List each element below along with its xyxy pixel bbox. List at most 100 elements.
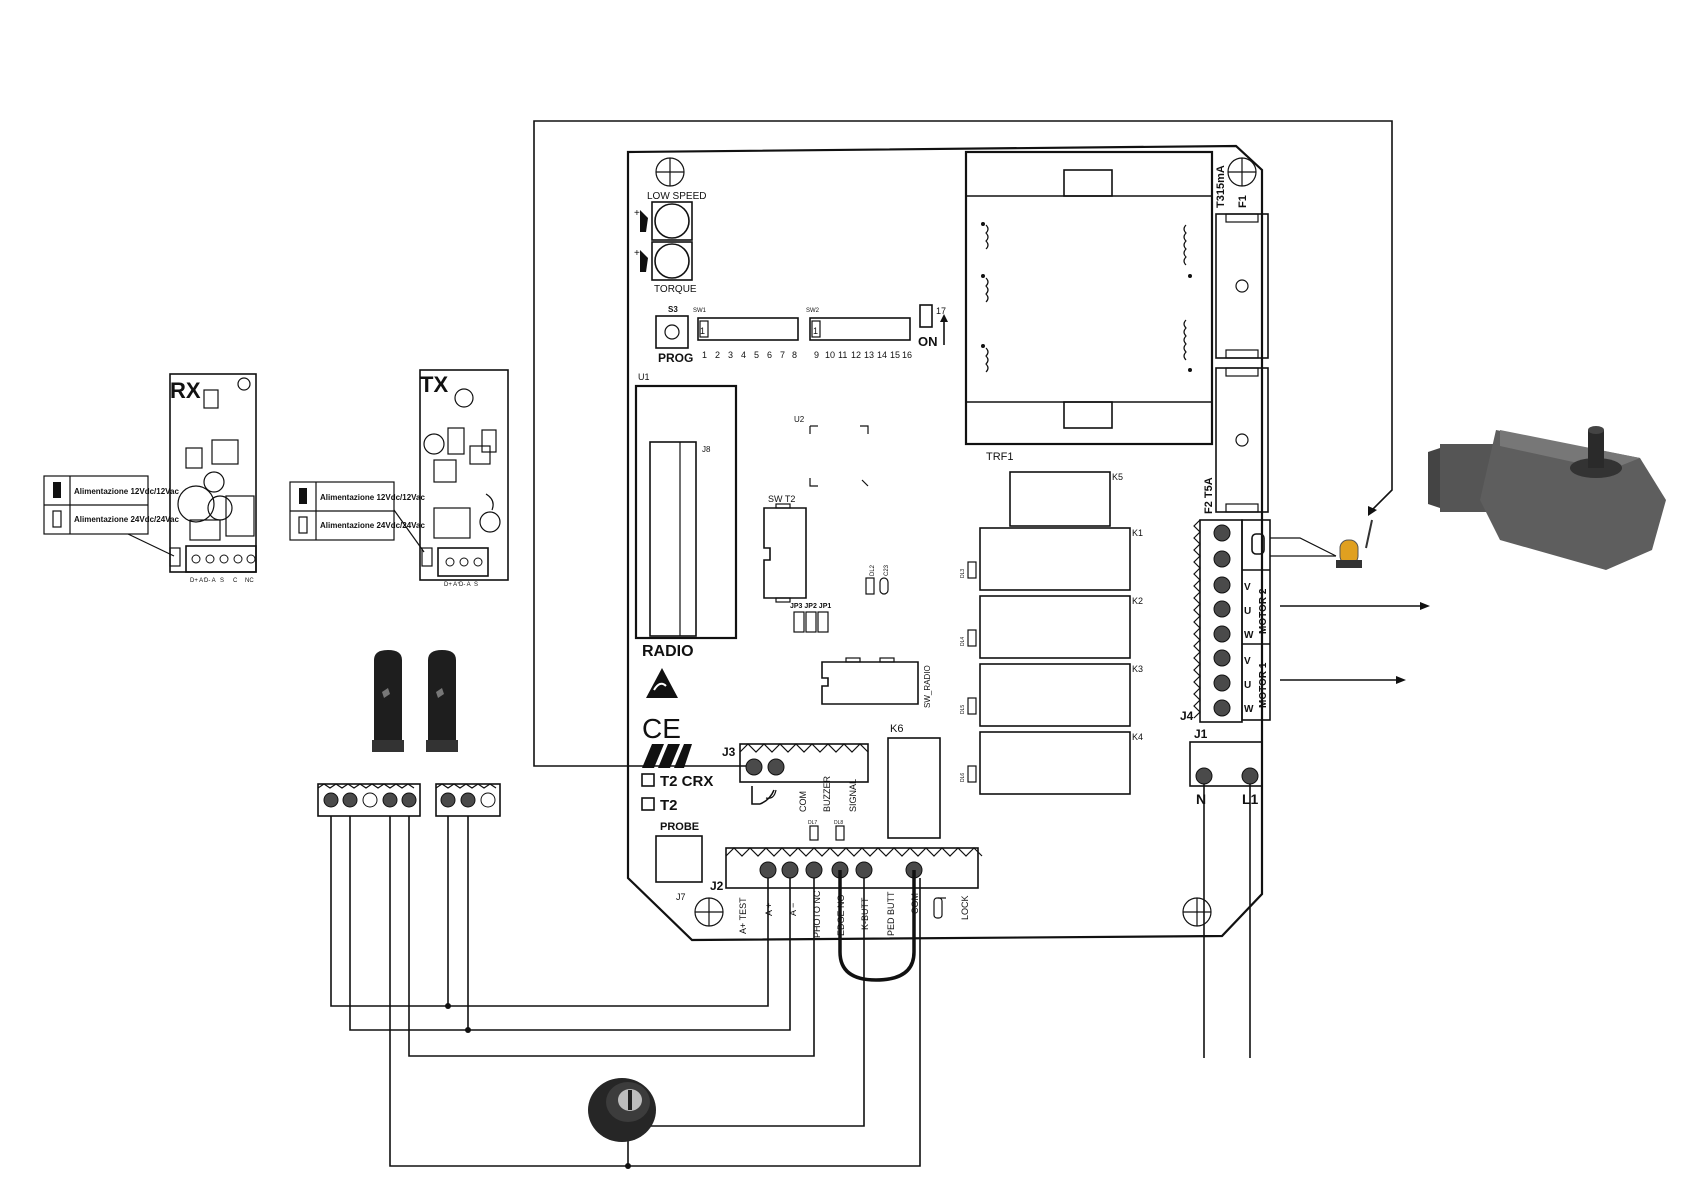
capacitor-c23 xyxy=(879,577,889,595)
dip1-numbers: 1 2 3 4 5 6 7 8 xyxy=(702,350,797,360)
motor2-label: MOTOR 2 xyxy=(1258,588,1269,634)
trimmer-torque[interactable] xyxy=(640,241,693,281)
svg-text:9: 9 xyxy=(814,350,819,360)
svg-text:U: U xyxy=(1244,606,1251,617)
j2-connector[interactable] xyxy=(725,847,983,889)
prog-button[interactable] xyxy=(655,315,689,349)
dip-switch-3[interactable] xyxy=(919,304,933,328)
dip-switch-1[interactable] xyxy=(697,317,799,341)
probe-ref: J7 xyxy=(676,892,686,902)
mounting-screw-icon xyxy=(1227,157,1257,187)
option-t2-crx: T2 CRX xyxy=(660,773,713,790)
svg-text:PHOTO NC: PHOTO NC xyxy=(812,890,822,938)
radio-label: RADIO xyxy=(642,643,694,660)
motor1-phases: V U W xyxy=(1244,656,1254,715)
fuse2-value: F2 T5A xyxy=(1203,477,1215,514)
trimmer-low-speed[interactable] xyxy=(640,201,693,241)
svg-text:4: 4 xyxy=(741,350,746,360)
rx-title: RX xyxy=(170,378,201,403)
svg-text:12: 12 xyxy=(851,350,861,360)
relay-k5 xyxy=(1009,471,1111,527)
lock-symbol-icon xyxy=(933,897,946,919)
svg-text:NC: NC xyxy=(245,578,254,584)
rx-supply-24v: Alimentazione 24Vdc/24Vac xyxy=(74,515,179,524)
plus-sign: + xyxy=(634,208,640,219)
led-dl7-ref: DL7 xyxy=(808,820,817,826)
j1-ref: J1 xyxy=(1194,727,1208,741)
svg-text:6: 6 xyxy=(767,350,772,360)
j4-connector[interactable] xyxy=(1193,519,1243,723)
antenna-symbol-icon xyxy=(751,786,777,805)
rx-supply-legend xyxy=(43,475,149,535)
relay-k4 xyxy=(979,731,1131,795)
relay-k4-ref: K4 xyxy=(1132,732,1143,742)
svg-text:14: 14 xyxy=(877,350,887,360)
control-board xyxy=(626,144,1264,942)
jumpers-label: JP3 JP2 JP1 xyxy=(790,603,831,610)
prog-button-label: PROG xyxy=(658,351,693,365)
svg-text:2: 2 xyxy=(715,350,720,360)
ce-mark: CE xyxy=(642,713,681,744)
rx-module xyxy=(169,373,257,573)
led-dl6 xyxy=(967,765,977,783)
fuse1-value: T315mA xyxy=(1215,165,1227,208)
tx-supply-12v: Alimentazione 12Vdc/12Vac xyxy=(320,493,425,502)
dip2-numbers: 9 10 11 12 13 14 15 16 xyxy=(814,350,912,360)
probe-connector[interactable] xyxy=(655,835,703,883)
gear-motor-icon xyxy=(1428,426,1666,570)
jumper-wire xyxy=(838,870,916,982)
svg-text:11: 11 xyxy=(838,350,847,360)
relay-k2 xyxy=(979,595,1131,659)
probe-label: PROBE xyxy=(660,821,699,833)
fuse-2 xyxy=(1215,367,1269,513)
u2-ref: U2 xyxy=(794,415,805,424)
relay-k6-ref: K6 xyxy=(890,723,903,735)
svg-text:1: 1 xyxy=(702,350,707,360)
option-t2-crx-box[interactable] xyxy=(641,773,655,787)
photocell-transmitter-icon xyxy=(426,650,458,752)
esd-warning-icon xyxy=(646,668,678,698)
j4-ref: J4 xyxy=(1180,709,1194,723)
svg-text:W: W xyxy=(1244,630,1254,641)
photocell-rx-terminal xyxy=(317,783,421,817)
j3-label-buzzer: BUZZER xyxy=(822,775,832,812)
option-t2-box[interactable] xyxy=(641,797,655,811)
plus-sign: + xyxy=(634,248,640,259)
j3-ref: J3 xyxy=(722,745,736,759)
relay-k5-ref: K5 xyxy=(1112,472,1123,482)
transformer xyxy=(964,150,1214,446)
motor1-label: MOTOR 1 xyxy=(1258,662,1269,708)
sw-radio-ref: SW_RADIO xyxy=(923,665,932,708)
t2-socket xyxy=(763,503,807,603)
j1-connector[interactable] xyxy=(1189,741,1263,787)
tx-supply-legend xyxy=(289,481,395,541)
j3-connector[interactable] xyxy=(739,743,869,783)
key-switch-icon xyxy=(588,1078,656,1142)
led-dl3-ref: DL3 xyxy=(960,569,966,578)
transformer-label: TRF1 xyxy=(986,451,1014,463)
rx-legend-pointer xyxy=(127,533,175,557)
led-dl8-ref: DL8 xyxy=(834,820,843,826)
dip-switch-2[interactable] xyxy=(809,317,911,341)
mounting-screw-icon xyxy=(1182,897,1212,927)
radio-module-socket xyxy=(634,384,738,640)
radio-connector-ref: J8 xyxy=(702,445,711,454)
svg-text:D+ A⁺: D+ A⁺ xyxy=(190,577,206,584)
trimmer-low-speed-label: LOW SPEED xyxy=(647,191,706,202)
arrow-up-icon xyxy=(940,314,948,345)
j1-terminal-n: N xyxy=(1196,791,1206,807)
photocell-tx-terminal xyxy=(435,783,501,817)
led-dl2 xyxy=(865,577,875,595)
svg-text:D- A: D- A xyxy=(204,578,216,584)
radio-module-ref: U1 xyxy=(638,372,650,382)
trimmer-torque-label: TORQUE xyxy=(654,284,697,295)
mounting-screw-icon xyxy=(694,897,724,927)
rx-terminal-labels: D+ A⁺ D- A S C NC xyxy=(190,577,254,584)
svg-text:A −: A − xyxy=(788,903,798,916)
tx-module xyxy=(419,369,509,581)
svg-text:D+ A⁺: D+ A⁺ xyxy=(444,581,460,588)
jumpers[interactable] xyxy=(793,611,829,633)
fuse-1 xyxy=(1215,213,1269,359)
svg-text:5: 5 xyxy=(754,350,759,360)
